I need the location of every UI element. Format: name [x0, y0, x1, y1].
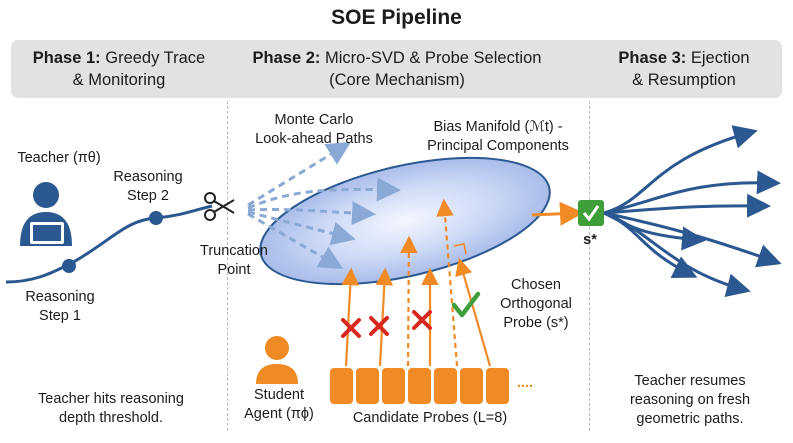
s-star-label: s* — [583, 232, 597, 248]
candidate-probes-row — [330, 368, 509, 404]
phase-separator-2 — [589, 101, 590, 431]
phase-2-header: Phase 2: Micro-SVD & Probe Selection(Cor… — [252, 49, 542, 89]
teacher-icon — [20, 182, 72, 246]
phase-1-header: Phase 1: Greedy Trace& Monitoring — [32, 49, 206, 89]
diagram-title: SOE Pipeline — [331, 6, 462, 29]
phase-3-header: Phase 3: Ejection& Resumption — [618, 49, 750, 89]
rejected-probe-crosses — [341, 310, 432, 338]
probe-ellipsis: .... — [516, 375, 534, 391]
candidate-probes-label: Candidate Probes (L=8) — [352, 410, 508, 426]
monte-carlo-paths — [247, 141, 401, 270]
reasoning-step-2-node — [149, 211, 163, 225]
student-icon — [256, 336, 298, 384]
s-star-check-icon — [578, 200, 604, 226]
chosen-path-arrow — [531, 201, 584, 226]
chosen-check-icon — [451, 291, 481, 318]
reasoning-step-1-node — [62, 259, 76, 273]
phase-header-bar — [11, 40, 782, 98]
bias-manifold-label: Bias Manifold (ℳt) -Principal Components — [427, 119, 569, 154]
reasoning-trace-line — [5, 204, 213, 284]
probe-arrows — [341, 198, 492, 367]
orthogonal-marker — [453, 243, 467, 255]
teacher-label: Teacher (πθ) — [17, 150, 101, 166]
phase-separator-1 — [227, 101, 228, 431]
scissors-icon — [204, 192, 235, 221]
fresh-path-arrows — [603, 125, 782, 297]
